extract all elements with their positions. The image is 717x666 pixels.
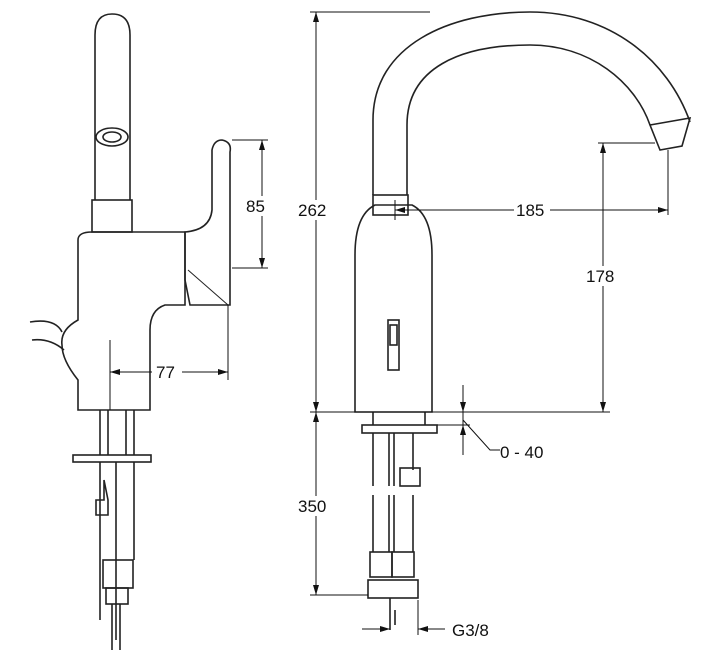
side-lever	[184, 139, 232, 306]
side-hose	[29, 320, 65, 351]
dim-lever-height: 85	[246, 197, 265, 216]
dim-hose-length: 350	[298, 497, 326, 516]
front-view: 262 350 185 178 0 - 40 G3/8	[298, 11, 692, 640]
front-spout	[372, 11, 691, 195]
front-spout-tip	[648, 116, 692, 151]
side-shank	[99, 410, 135, 455]
side-mount-nut	[72, 454, 152, 463]
side-view: 85 77	[29, 13, 274, 650]
dim-spout-reach: 185	[516, 201, 544, 220]
front-body	[354, 204, 433, 413]
dim-lever-reach: 77	[156, 363, 175, 382]
dim-deck-thickness: 0 - 40	[500, 443, 543, 462]
dim-total-height: 262	[298, 201, 326, 220]
dim-spout-clearance: 178	[586, 267, 614, 286]
front-shanks	[372, 412, 426, 486]
dim-thread: G3/8	[452, 621, 489, 640]
side-body	[61, 231, 186, 411]
side-spout-tube	[94, 13, 131, 200]
front-indicator	[387, 319, 400, 371]
front-mount-plate	[361, 424, 438, 434]
side-collar	[91, 199, 133, 233]
side-aerator	[95, 127, 129, 147]
